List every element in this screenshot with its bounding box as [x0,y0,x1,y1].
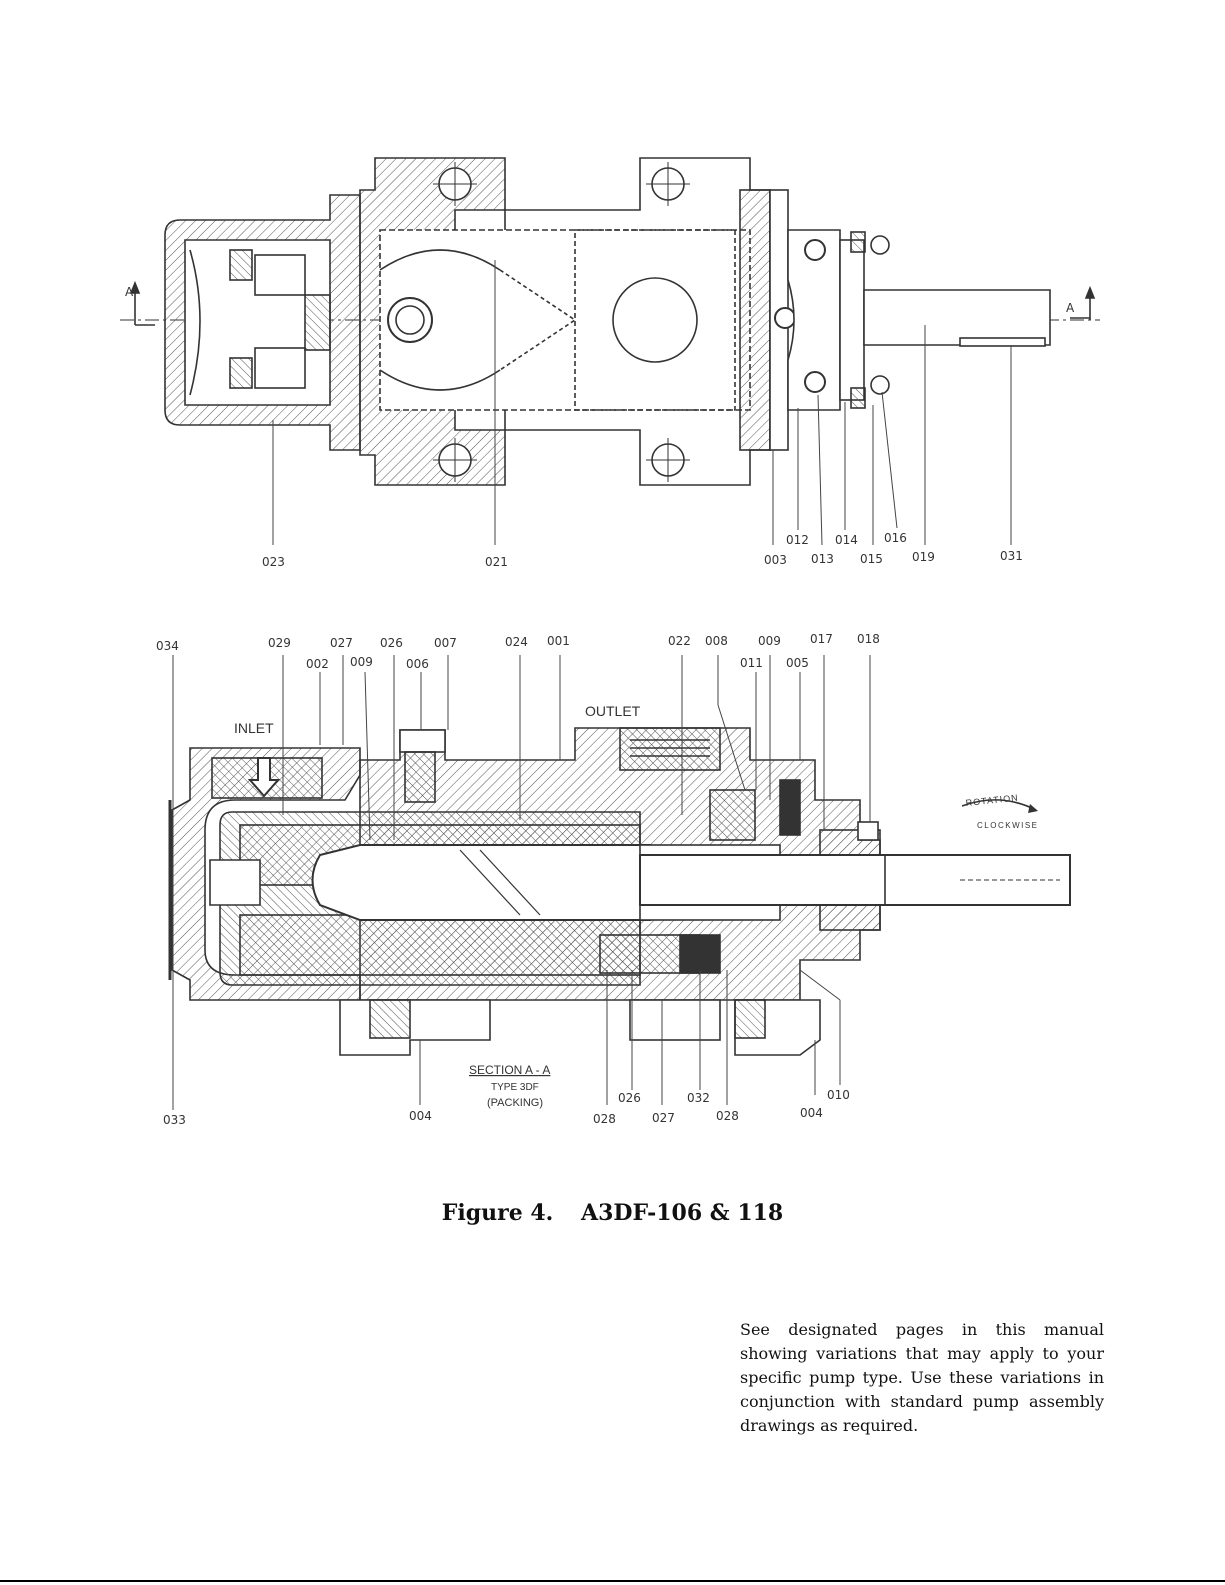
plan-view-callouts [272,260,1012,546]
section-view [168,727,1071,1056]
section-view-callout-labels: 034 029 002 027 009 026 006 007 024 001 … [156,632,1039,1127]
section-marker-right [1070,285,1096,320]
callout-026: 026 [380,636,403,650]
section-letter-left: A [125,285,134,299]
callout-031: 031 [1000,549,1023,563]
callout-019: 019 [912,550,935,564]
callout-007: 007 [434,636,457,650]
callout-008: 008 [705,634,728,648]
callout-022: 022 [668,634,691,648]
callout-006: 006 [406,657,429,671]
callout-034: 034 [156,639,179,653]
callout-018: 018 [857,632,880,646]
rotation-arrowhead [1028,804,1038,813]
callout-028b: 028 [716,1109,739,1123]
plan-view-callout-labels: 023 021 003 012 013 014 015 016 019 031 … [125,285,1075,569]
callout-002: 002 [306,657,329,671]
callout-009: 009 [350,655,373,669]
section-title: SECTION A - A [469,1063,550,1077]
callout-028: 028 [593,1112,616,1126]
rotation-direction: CLOCKWISE [977,821,1039,830]
plan-view [120,157,1100,486]
callout-013: 013 [811,552,834,566]
callout-004b: 004 [800,1106,823,1120]
section-variant: (PACKING) [487,1097,543,1109]
callout-026b: 026 [618,1091,641,1105]
section-marker-left [129,280,155,326]
callout-021: 021 [485,555,508,569]
inlet-label: INLET [234,720,274,736]
variation-note: See designated pages in this manual show… [740,1320,1104,1435]
figure-model: A3DF-106 & 118 [581,1200,784,1226]
rotation-arrow [961,799,1037,811]
callout-023: 023 [262,555,285,569]
callout-009b: 009 [758,634,781,648]
callout-011: 011 [740,656,763,670]
callout-024: 024 [505,635,528,649]
callout-017: 017 [810,632,833,646]
callout-010: 010 [827,1088,850,1102]
callout-027b: 027 [652,1111,675,1125]
callout-032: 032 [687,1091,710,1105]
section-letter-right: A [1066,301,1075,315]
section-type: TYPE 3DF [491,1082,539,1093]
callout-005: 005 [786,656,809,670]
callout-003: 003 [764,553,787,567]
page-bottom-rule [0,1580,1225,1582]
callout-015: 015 [860,552,883,566]
callout-029: 029 [268,636,291,650]
callout-014: 014 [835,533,858,547]
callout-004: 004 [409,1109,432,1123]
outlet-label: OUTLET [585,703,641,719]
section-view-callouts [172,655,871,1110]
callout-027: 027 [330,636,353,650]
callout-016: 016 [884,531,907,545]
callout-001: 001 [547,634,570,648]
figure-number: Figure 4. [441,1200,554,1226]
callout-012: 012 [786,533,809,547]
callout-033: 033 [163,1113,186,1127]
figure-caption: Figure 4. A3DF-106 & 118 [0,1200,1225,1226]
